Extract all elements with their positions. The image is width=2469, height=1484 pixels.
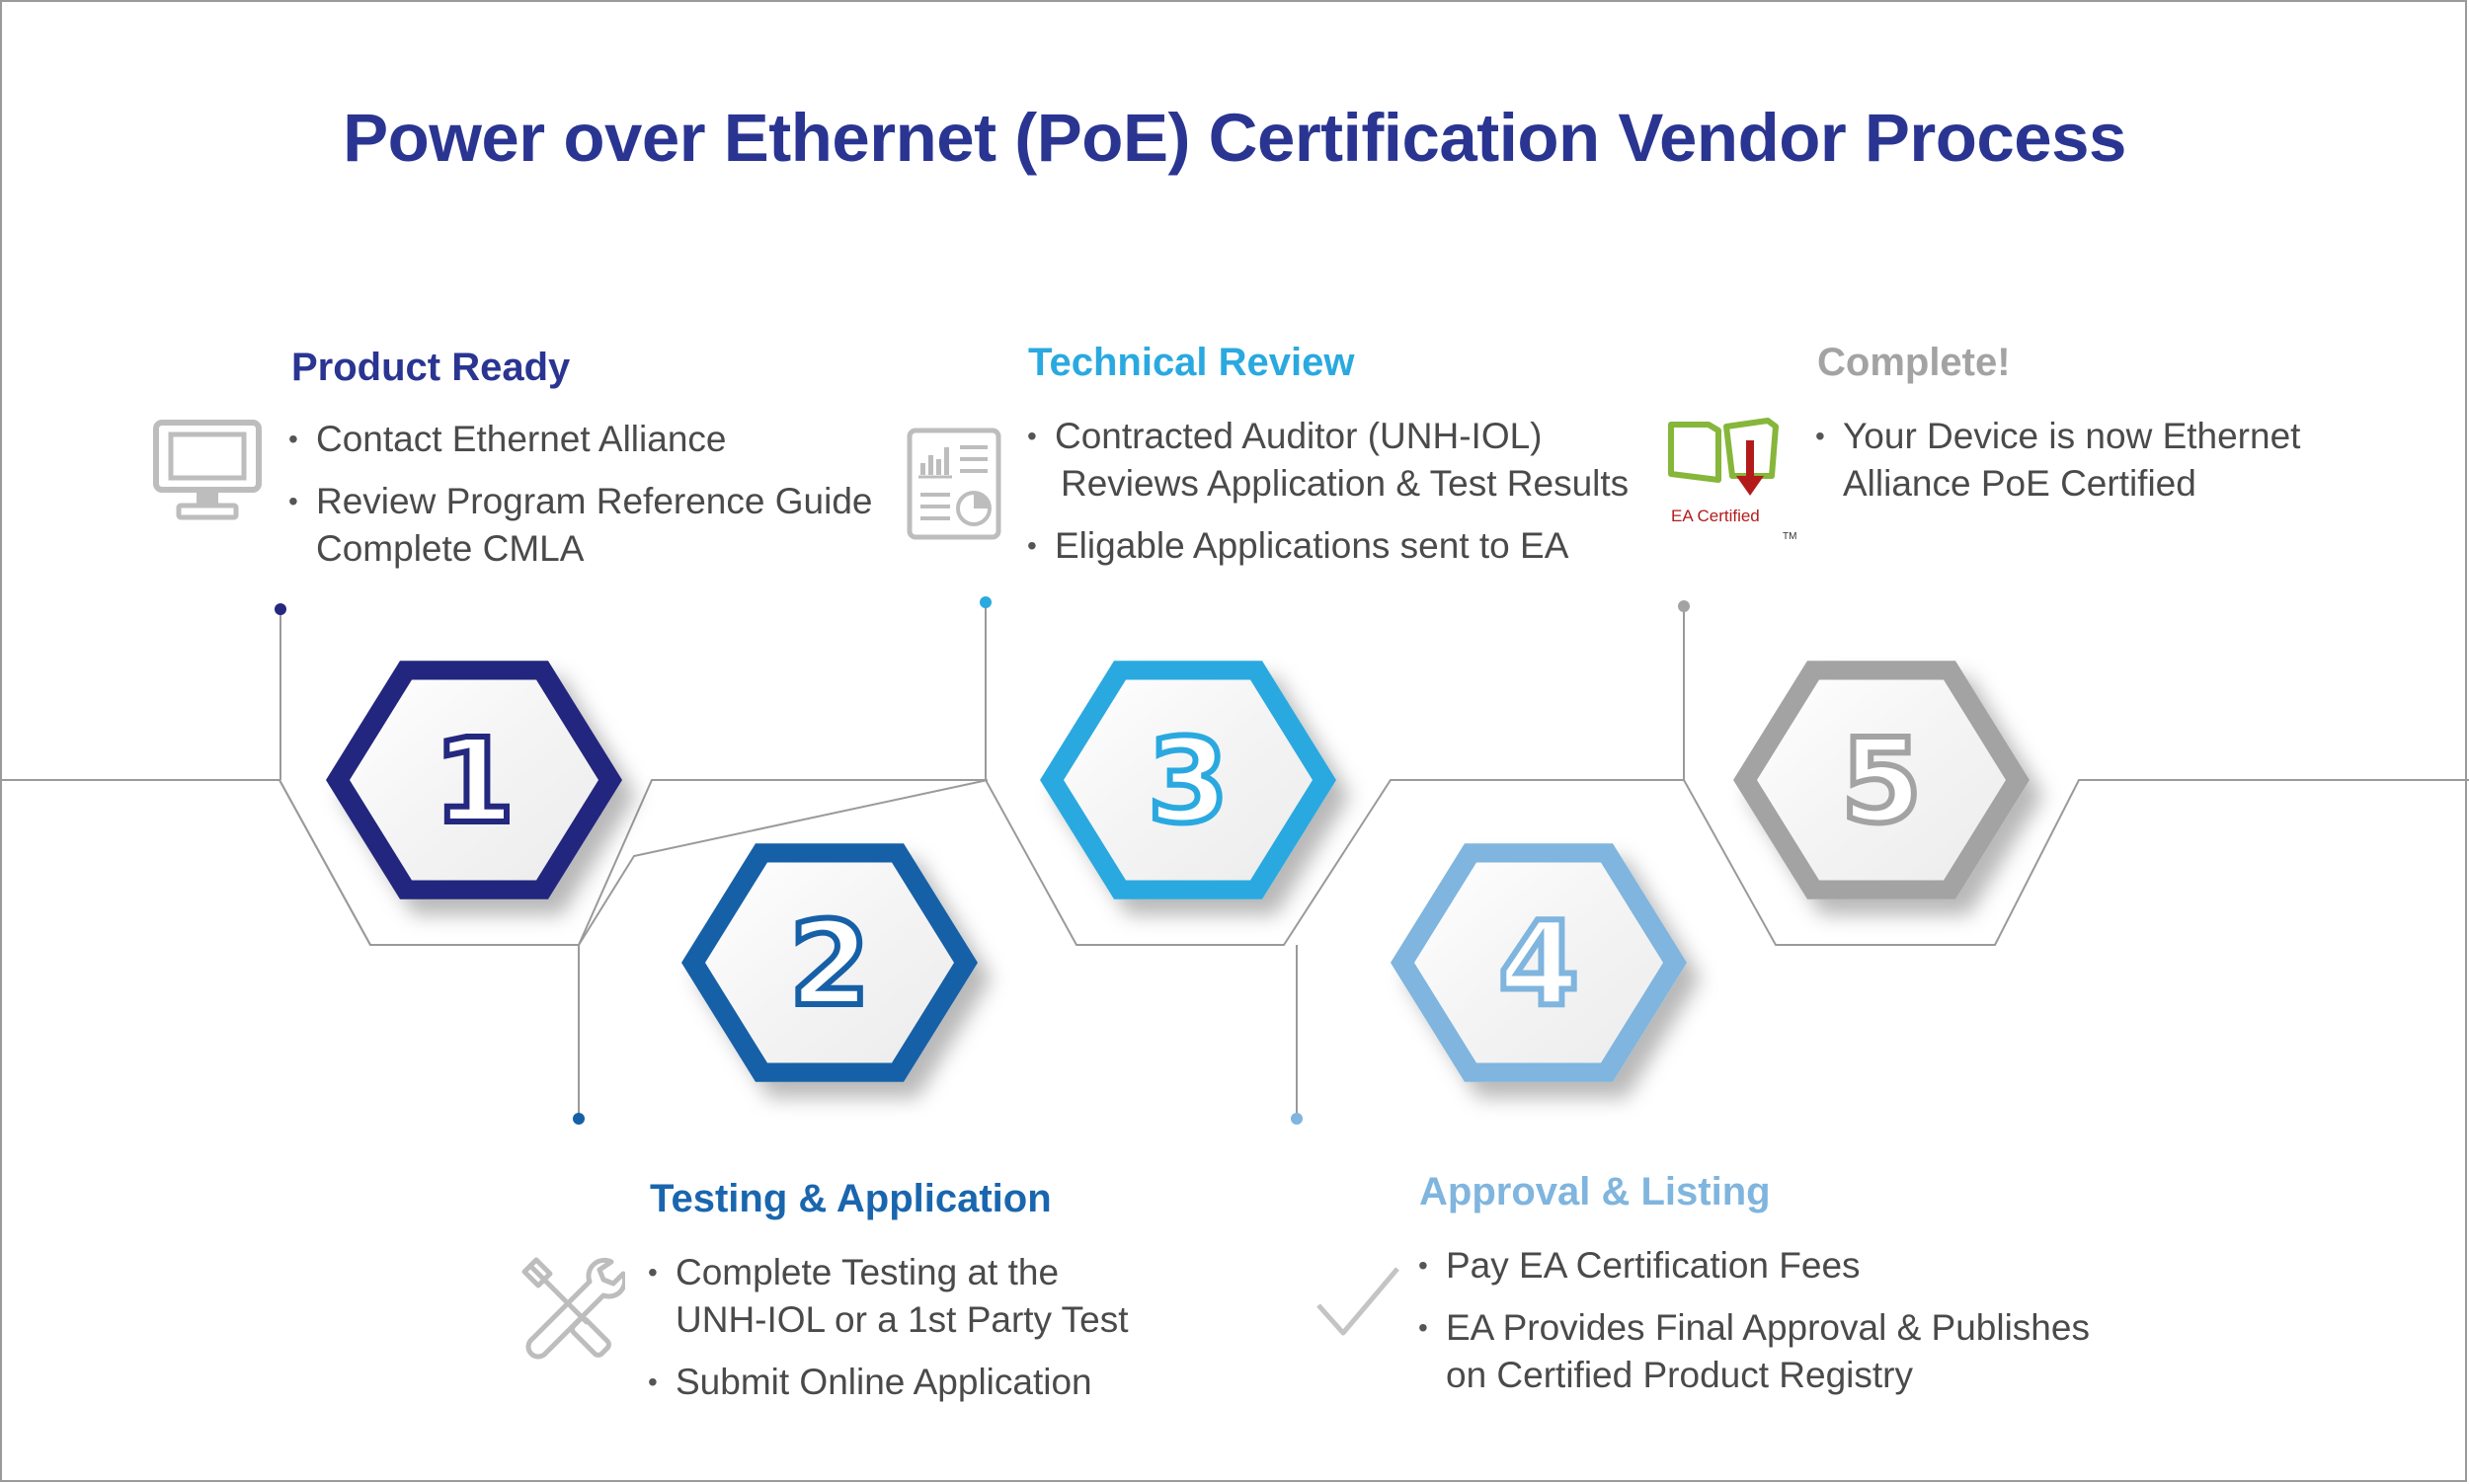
step-3-number: 3 [1148, 713, 1229, 849]
process-connector-line-upper [0, 779, 579, 946]
bullet-line: Contact Ethernet Alliance [316, 419, 727, 459]
bullet-line: Complete Testing at the [676, 1252, 1060, 1292]
bullet-line: Pay EA Certification Fees [1446, 1245, 1861, 1286]
step-3-hexagon: 3 [1040, 661, 1336, 899]
ea-certified-logo-text: EA Certified [1671, 507, 1760, 525]
ea-certified-mark: TM [1668, 418, 1796, 542]
step-2-hexagon: 2 [681, 843, 978, 1082]
monitor-icon [153, 420, 262, 520]
bullet-line: Review Program Reference Guide [316, 481, 873, 521]
step-2-bullets: Complete Testing at the UNH-IOL or a 1st… [648, 1249, 1240, 1421]
leader-dot-5 [1678, 600, 1690, 612]
step-4-title: Approval & Listing [1419, 1170, 1771, 1213]
step-1-number: 1 [434, 713, 515, 849]
step-3-bullets: Contracted Auditor (UNH-IOL) Reviews App… [1027, 413, 1679, 585]
bullet-line: Your Device is now Ethernet [1843, 416, 2301, 456]
step-1-bullet: Review Program Reference Guide Complete … [288, 478, 901, 573]
step-3-bullet: Eligable Applications sent to EA [1027, 522, 1679, 570]
hexagon-inner [350, 679, 598, 881]
leader-dot-1 [275, 603, 286, 615]
step-4-bullets: Pay EA Certification Fees EA Provides Fi… [1418, 1242, 2129, 1414]
hexagon-inner [1064, 679, 1313, 881]
hexagon-inner [1757, 679, 2006, 881]
step-5-hexagon: 5 [1733, 661, 2030, 899]
bullet-line: EA Provides Final Approval & Publishes [1446, 1307, 2090, 1348]
step-5-title: Complete! [1817, 341, 2011, 384]
step-4-bullet: EA Provides Final Approval & Publishes o… [1418, 1304, 2129, 1399]
report-icon [907, 428, 1001, 540]
tools-icon [521, 1257, 625, 1360]
step-2-bullet: Submit Online Application [648, 1359, 1240, 1406]
step-2-number: 2 [789, 896, 870, 1032]
bullet-line: on Certified Product Registry [1446, 1355, 1913, 1395]
step-1-hexagon: 1 [326, 661, 622, 899]
bullet-line: Eligable Applications sent to EA [1055, 525, 1569, 566]
step-2-title: Testing & Application [650, 1177, 1052, 1220]
bullet-line: Contracted Auditor (UNH-IOL) [1055, 416, 1543, 456]
step-4-number: 4 [1498, 896, 1579, 1032]
step-1-title: Product Ready [291, 346, 571, 389]
page-title: Power over Ethernet (PoE) Certification … [343, 100, 2126, 176]
process-connector-line-mid [578, 779, 2469, 946]
leader-dot-2 [573, 1113, 585, 1125]
step-5-bullet: Your Device is now Ethernet Alliance PoE… [1815, 413, 2428, 508]
svg-text:TM: TM [1783, 531, 1796, 542]
step-3-title: Technical Review [1028, 341, 1355, 384]
step-4-hexagon: 4 [1391, 843, 1687, 1082]
bullet-line: Complete CMLA [316, 528, 585, 569]
bullet-line: UNH-IOL or a 1st Party Test [676, 1299, 1129, 1340]
checkmark-icon [1316, 1267, 1399, 1336]
leader-dot-3 [980, 596, 992, 608]
bullet-line: Reviews Application & Test Results [1061, 463, 1630, 504]
hexagon-inner [1414, 862, 1663, 1063]
step-3-bullet: Contracted Auditor (UNH-IOL) Reviews App… [1027, 413, 1679, 508]
step-5-number: 5 [1841, 713, 1922, 849]
step-2-bullet: Complete Testing at the UNH-IOL or a 1st… [648, 1249, 1240, 1344]
leader-dot-4 [1291, 1113, 1303, 1125]
bullet-line: Submit Online Application [676, 1362, 1092, 1402]
step-1-bullet: Contact Ethernet Alliance [288, 416, 901, 463]
hexagon-inner [705, 862, 954, 1063]
step-1-bullets: Contact Ethernet Alliance Review Program… [288, 416, 901, 587]
bullet-line: Alliance PoE Certified [1843, 463, 2196, 504]
ea-certified-logo: TM EA Certified [1661, 415, 1799, 543]
step-4-bullet: Pay EA Certification Fees [1418, 1242, 2129, 1289]
step-5-bullets: Your Device is now Ethernet Alliance PoE… [1815, 413, 2428, 522]
